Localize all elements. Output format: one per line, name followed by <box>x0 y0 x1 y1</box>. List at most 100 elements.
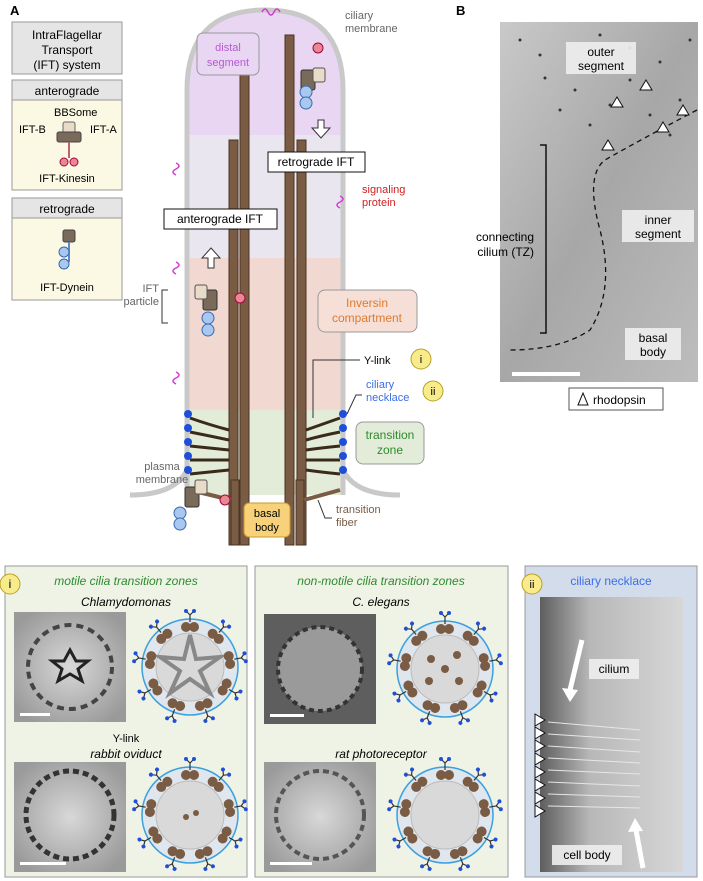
chlamydomonas-schematic <box>130 608 250 726</box>
ift-particle-line-1: IFT <box>143 283 160 295</box>
rhodopsin-dots <box>518 33 692 137</box>
outer-segment-line-2: segment <box>578 59 625 73</box>
ift-particle-line-2: particle <box>124 296 159 308</box>
ift-system-line-2: Transport <box>42 43 94 57</box>
cilium-arrow <box>562 688 578 702</box>
cell-body-arrow <box>628 818 643 832</box>
anterograde-ift-box <box>163 208 278 230</box>
panel-i-circle <box>0 573 21 595</box>
connecting-cilium-bracket <box>540 144 547 334</box>
anterograde-ift-label: anterograde IFT <box>177 212 264 226</box>
rhodopsin-legend-box <box>568 387 664 411</box>
plasma-membrane <box>129 468 401 498</box>
ift-system-line-3: (IFT) system <box>33 58 100 72</box>
y-link-label-i: Y-link <box>113 733 140 745</box>
marker-i: i <box>420 354 422 366</box>
inner-segment-line-2: segment <box>635 227 682 241</box>
cilium-diagram <box>129 7 401 546</box>
panel-b-letter: B <box>456 3 465 18</box>
microtubule-left-long <box>239 34 250 546</box>
motile-title: motile cilia transition zones <box>54 574 197 588</box>
inversin-compartment-box <box>317 289 418 333</box>
outer-segment-boundary <box>509 109 698 351</box>
distal-segment-line-2: segment <box>207 57 249 69</box>
rabbit-oviduct-micrograph <box>14 762 126 872</box>
ciliary-membrane-line-2: membrane <box>345 23 398 35</box>
chlamydomonas-micrograph <box>14 612 126 722</box>
retrograde-arrow <box>310 119 332 139</box>
connecting-cilium-line-2: cilium (TZ) <box>477 245 534 259</box>
c-elegans-label: C. elegans <box>352 595 409 609</box>
y-link-leader <box>312 359 360 418</box>
ift-system-line-1: IntraFlagellar <box>32 28 102 42</box>
rabbit-oviduct-schematic <box>130 756 250 874</box>
retrograde-train-icon <box>58 229 76 270</box>
necklace-title: ciliary necklace <box>570 574 652 588</box>
bbsome-label: BBSome <box>54 107 97 119</box>
outer-segment-line-1: outer <box>587 45 614 59</box>
y-links-right <box>305 416 341 476</box>
signaling-protein-glyphs <box>172 8 344 385</box>
necklace-beads <box>184 410 347 474</box>
transition-fiber-line-1: transition <box>336 504 381 516</box>
cilium-label: cilium <box>599 662 630 676</box>
necklace-micrograph <box>540 597 683 872</box>
ift-system-box <box>11 21 123 75</box>
y-link-label: Y-link <box>364 355 391 367</box>
retrograde-ift-box <box>267 151 366 173</box>
ift-particle-distal <box>299 42 326 110</box>
necklace-arrowheads <box>534 713 546 818</box>
transition-fiber-leader <box>317 499 332 519</box>
c-elegans-schematic <box>385 610 505 728</box>
basal-body-line-1: basal <box>254 508 280 520</box>
ift-kinesin-label: IFT-Kinesin <box>39 173 95 185</box>
microtubule-right-long <box>284 34 295 546</box>
inner-segment-line-1: inner <box>645 213 672 227</box>
anterograde-arrow <box>200 247 222 269</box>
distal-segment-box <box>196 32 260 76</box>
ift-dynein-label: IFT-Dynein <box>40 282 94 294</box>
panel-ii-circle <box>521 573 543 595</box>
marker-ii-circle <box>422 380 444 402</box>
basal-body-line-2: body <box>255 522 279 534</box>
inversin-line-2: compartment <box>332 311 403 325</box>
marker-i-circle <box>410 348 432 370</box>
chlamydomonas-label: Chlamydomonas <box>81 595 171 609</box>
rhodopsin-legend-label: rhodopsin <box>593 393 646 407</box>
ciliary-necklace-line-2: necklace <box>366 392 409 404</box>
basal-body-b-line-1: basal <box>639 331 668 345</box>
panel-i-marker: i <box>9 577 12 591</box>
nonmotile-title: non-motile cilia transition zones <box>297 574 464 588</box>
basal-body-box <box>243 502 291 538</box>
basal-body-b-line-2: body <box>640 345 666 359</box>
anterograde-train-icon <box>56 121 82 167</box>
y-links-left <box>189 416 230 476</box>
transition-zone-line-1: transition <box>366 428 415 442</box>
rhodopsin-arrowheads <box>601 79 690 151</box>
signaling-protein-line-1: signaling <box>362 184 405 196</box>
distal-segment-line-1: distal <box>215 42 241 54</box>
panel-b-micrograph <box>500 22 698 382</box>
retrograde-ift-label: retrograde IFT <box>278 155 355 169</box>
necklace-leader <box>346 394 362 415</box>
plasma-membrane-line-1: plasma <box>144 461 180 473</box>
panel-ii-marker: ii <box>530 579 535 591</box>
scale-bar-b <box>512 372 580 376</box>
transition-fiber-line-2: fiber <box>336 517 358 529</box>
rhodopsin-legend-icon <box>577 391 589 406</box>
cell-body-label: cell body <box>563 848 610 862</box>
necklace-strands <box>547 721 641 809</box>
inversin-line-1: Inversin <box>346 296 388 310</box>
rat-photoreceptor-label: rat photoreceptor <box>335 747 427 761</box>
rat-photoreceptor-micrograph <box>264 762 376 872</box>
ciliary-necklace-line-1: ciliary <box>366 379 395 391</box>
rabbit-oviduct-label: rabbit oviduct <box>90 747 162 761</box>
ciliary-membrane <box>184 7 346 495</box>
ift-particle-base <box>173 479 231 531</box>
ift-b-label: IFT-B <box>19 124 46 136</box>
marker-ii: ii <box>431 386 436 398</box>
ift-particle-middle <box>194 284 246 337</box>
ift-a-label: IFT-A <box>90 124 118 136</box>
signaling-protein-line-2: protein <box>362 197 396 209</box>
